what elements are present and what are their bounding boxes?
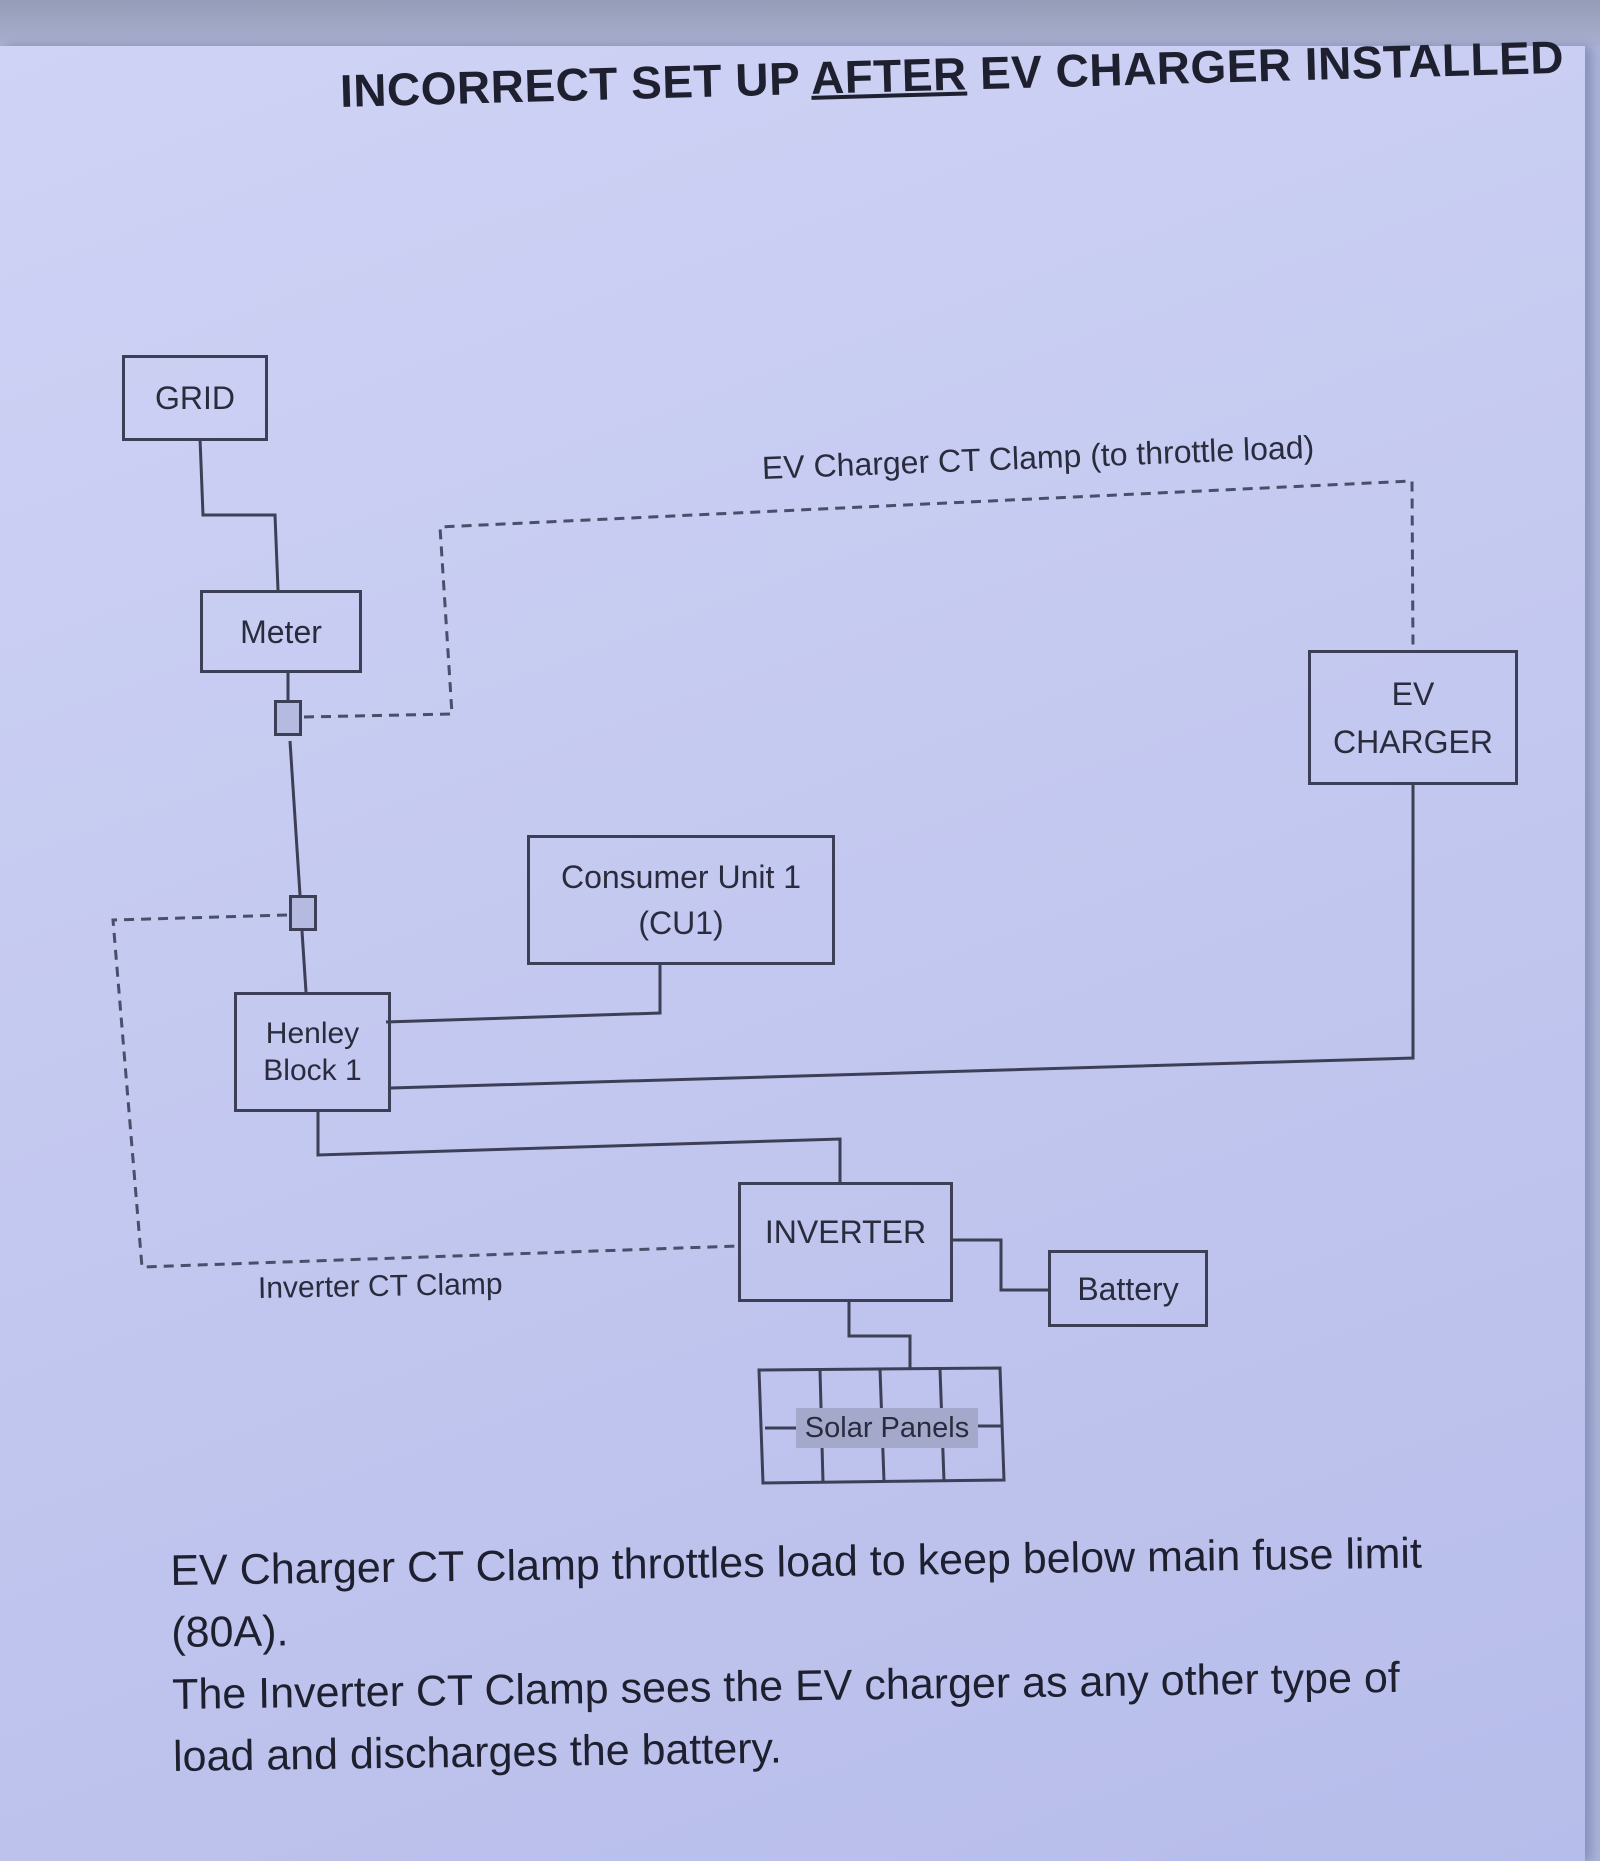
consumer-unit-box: Consumer Unit 1 (CU1) <box>527 835 835 965</box>
consumer-unit-label-line2: (CU1) <box>638 905 724 941</box>
ev-charger-label-line2: CHARGER <box>1332 723 1493 760</box>
wire-henley-to-cu1 <box>385 964 662 1024</box>
caption-line-1: EV Charger CT Clamp throttles load to ke… <box>170 1529 1423 1657</box>
wire-clamp1-to-clamp2 <box>288 740 302 896</box>
henley-block-box: Henley Block 1 <box>234 992 391 1112</box>
solar-panels-label: Solar Panels <box>796 1408 978 1448</box>
wire-inverter-to-solar <box>847 1301 912 1370</box>
grid-label: GRID <box>155 380 235 416</box>
solar-panel-outline <box>757 1366 1006 1485</box>
inverter-box: INVERTER <box>738 1182 953 1302</box>
consumer-unit-label-line1: Consumer Unit 1 <box>560 859 802 895</box>
ev-ct-clamp-line <box>303 479 1415 719</box>
ev-charger-label-line1: EV <box>1391 675 1435 712</box>
window-top-bar <box>0 0 1600 46</box>
caption-text: EV Charger CT Clamp throttles load to ke… <box>170 1522 1493 1788</box>
meter-label: Meter <box>240 613 322 650</box>
ev-ct-clamp-sensor <box>274 700 302 736</box>
caption-line-2: The Inverter CT Clamp sees the EV charge… <box>171 1653 1401 1781</box>
inverter-ct-clamp-sensor <box>289 895 317 931</box>
meter-box: Meter <box>200 590 362 673</box>
inverter-ct-clamp-label: Inverter CT Clamp <box>257 1267 503 1305</box>
document-page <box>0 46 1585 1861</box>
battery-label: Battery <box>1077 1270 1179 1307</box>
grid-box: GRID <box>122 355 268 441</box>
battery-box: Battery <box>1048 1250 1208 1327</box>
wire-inverter-to-battery <box>953 1238 1048 1292</box>
inverter-label: INVERTER <box>764 1214 927 1250</box>
henley-block-label-line1: Henley <box>265 1016 360 1050</box>
wire-henley-to-inverter <box>316 1111 842 1183</box>
henley-block-label-line2: Block 1 <box>263 1054 362 1087</box>
ev-charger-box: EV CHARGER <box>1308 650 1518 785</box>
wire-clamp2-to-henley <box>300 930 308 993</box>
inverter-ct-clamp-line <box>111 913 739 1269</box>
wire-henley-to-ev-charger <box>390 785 1415 1090</box>
wire-grid-to-meter <box>198 437 280 591</box>
